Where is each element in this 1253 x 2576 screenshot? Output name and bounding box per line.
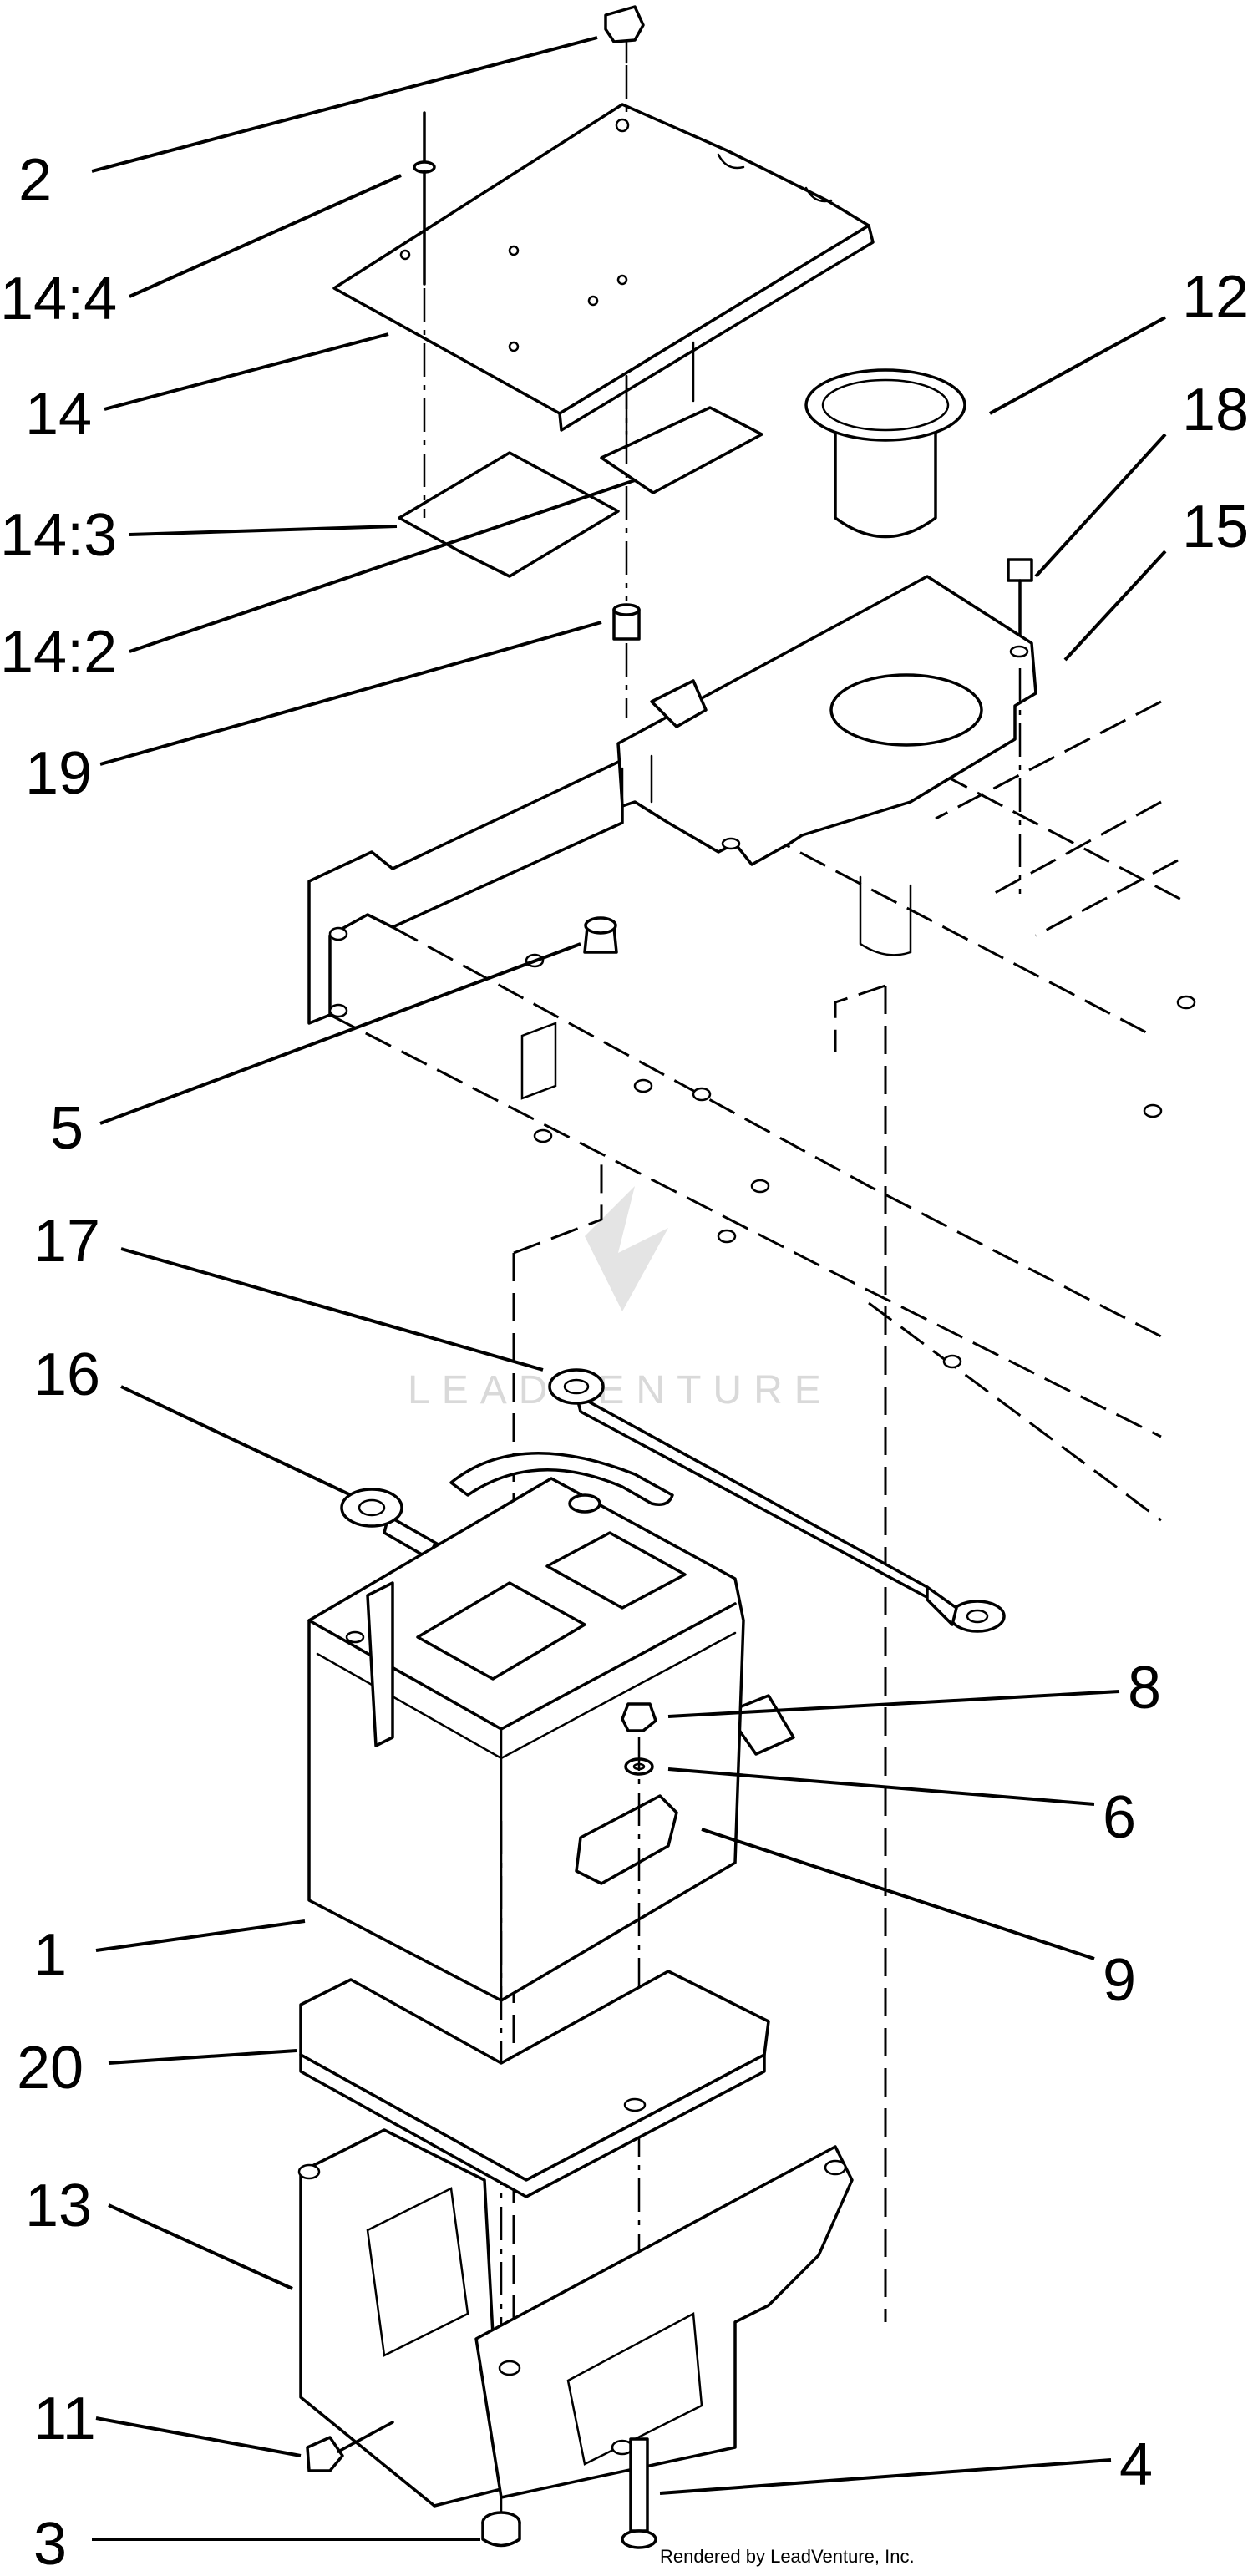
callout-14-3: 14:3 xyxy=(0,502,117,569)
callout-6: 6 xyxy=(1103,1784,1136,1851)
bolt-11 xyxy=(306,2421,394,2472)
battery-tray-20 xyxy=(299,1970,770,2198)
callout-11: 11 xyxy=(33,2386,96,2452)
callout-12: 12 xyxy=(1182,264,1249,331)
callout-14: 14 xyxy=(25,381,92,448)
watermark-logo xyxy=(585,1186,668,1311)
mount-bracket-15 xyxy=(616,575,1037,866)
nut-3 xyxy=(481,2511,521,2548)
plate-14 xyxy=(332,103,875,436)
callout-15: 15 xyxy=(1182,494,1249,560)
callout-9: 9 xyxy=(1103,1947,1136,2014)
callout-3: 3 xyxy=(33,2511,67,2576)
nut-8 xyxy=(621,1702,657,1732)
callout-4: 4 xyxy=(1119,2431,1153,2498)
credit-line: Rendered by LeadVenture, Inc. xyxy=(660,2546,915,2567)
callout-16: 16 xyxy=(33,1341,100,1408)
bolt-18 xyxy=(1007,558,1033,894)
callout-20: 20 xyxy=(17,2035,84,2102)
mount-frame-13 xyxy=(297,2128,854,2508)
hold-down-9 xyxy=(575,1794,678,1885)
decal-14-3 xyxy=(398,451,620,578)
callout-18: 18 xyxy=(1182,377,1249,444)
spacer-19 xyxy=(612,376,641,718)
battery-1 xyxy=(307,1452,745,2002)
callout-19: 19 xyxy=(25,740,92,807)
callouts: 2 14:4 14 14:3 14:2 19 12 18 15 5 17 16 … xyxy=(0,147,1249,2576)
callout-8: 8 xyxy=(1128,1655,1161,1722)
dust-cup-12 xyxy=(804,368,966,539)
watermark: LEADVENTURE xyxy=(408,1186,833,1412)
frame xyxy=(307,700,1196,2472)
callout-17: 17 xyxy=(33,1208,100,1275)
bolt-5 xyxy=(583,916,618,954)
callout-14-4: 14:4 xyxy=(0,266,117,332)
callout-14-2: 14:2 xyxy=(0,619,117,686)
rivet-14-4 xyxy=(413,111,436,518)
decal-14-2 xyxy=(600,406,763,494)
callout-2: 2 xyxy=(18,147,52,214)
callout-5: 5 xyxy=(50,1095,84,1162)
carriage-bolt-4 xyxy=(621,2437,657,2549)
thumb-screw-2 xyxy=(604,5,645,121)
callout-1: 1 xyxy=(33,1922,67,1989)
watermark-text: LEADVENTURE xyxy=(408,1368,833,1412)
cable-17 xyxy=(548,1368,1006,1633)
callout-13: 13 xyxy=(25,2173,92,2239)
leader-lines xyxy=(91,36,1167,2541)
